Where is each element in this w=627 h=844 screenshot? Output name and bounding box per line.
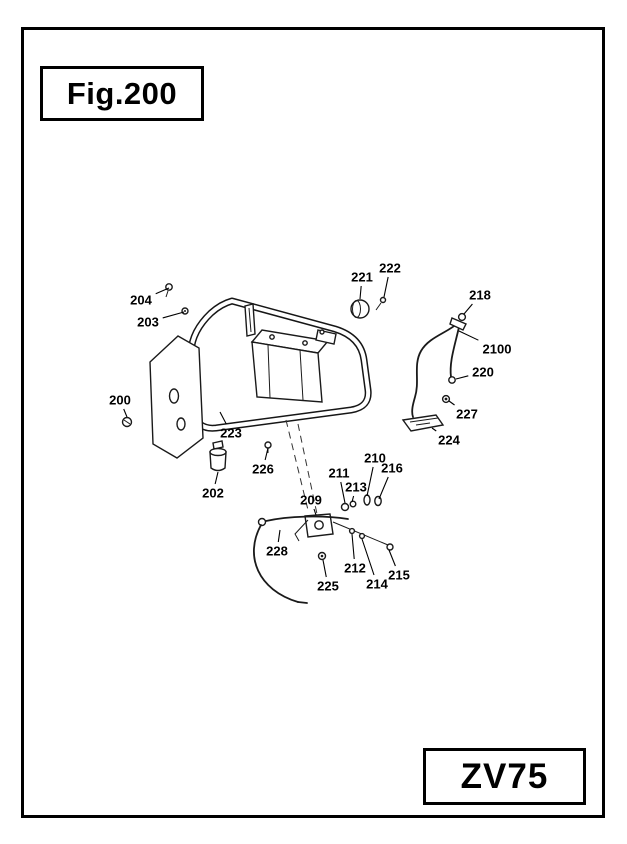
leader-line	[264, 447, 269, 461]
leader-line	[448, 400, 455, 406]
leader-line	[361, 538, 375, 576]
knob-and-pin	[350, 296, 387, 319]
leader-line	[340, 481, 346, 504]
leader-line	[123, 408, 128, 418]
model-number-box: ZV75	[423, 748, 586, 805]
leader-line	[388, 549, 396, 567]
leader-lines	[123, 276, 479, 578]
leader-line	[162, 311, 185, 319]
leader-line	[383, 276, 389, 298]
linkage-rod-assembly	[401, 312, 467, 432]
throttle-lever-assembly	[294, 494, 394, 561]
leader-line	[431, 427, 437, 432]
leader-line	[214, 471, 219, 485]
leader-line	[359, 285, 362, 300]
leader-line	[313, 508, 317, 516]
mounting-plate	[149, 335, 204, 459]
page-border	[21, 27, 605, 818]
model-number: ZV75	[460, 756, 549, 796]
control-cable	[253, 515, 349, 604]
center-bracket	[244, 303, 337, 403]
leader-line	[155, 287, 170, 295]
leader-line	[378, 476, 389, 500]
figure-number: Fig.200	[66, 75, 178, 111]
leader-line	[458, 330, 479, 341]
left-fasteners	[121, 283, 272, 453]
leader-line	[351, 533, 355, 560]
handle-frame-tube	[187, 297, 372, 432]
leader-line	[351, 495, 355, 503]
leader-line	[463, 303, 473, 315]
leader-line	[366, 466, 374, 497]
leader-line	[219, 411, 227, 425]
leader-line	[455, 375, 469, 380]
figure-number-box: Fig.200	[40, 66, 204, 121]
alignment-dashes	[285, 419, 318, 515]
leader-line	[277, 529, 281, 543]
rubber-mount	[209, 440, 227, 472]
leader-line	[322, 559, 327, 578]
